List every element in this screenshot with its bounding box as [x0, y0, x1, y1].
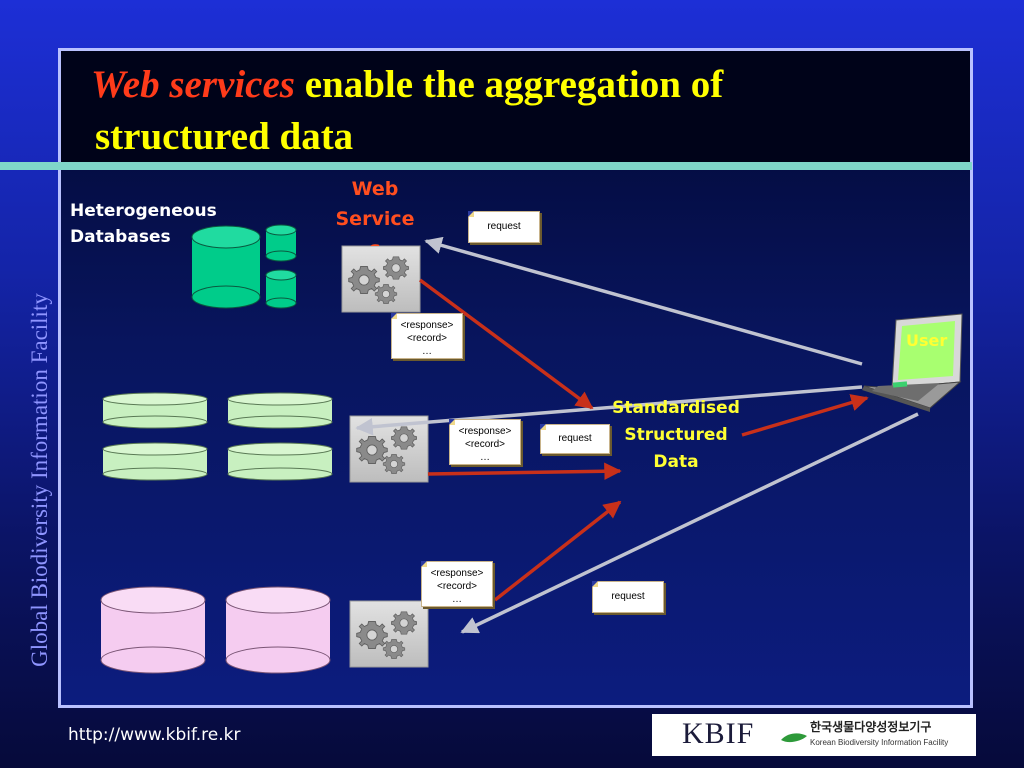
database-cylinder-light-green-3: [102, 442, 208, 481]
response-note-2-line3: …: [480, 452, 490, 463]
standardised-line3: Data: [653, 452, 699, 472]
request-arrow-1: [424, 236, 863, 366]
slide-panel: Web services enable the aggregation of st…: [58, 48, 973, 708]
footer-url[interactable]: http://www.kbif.re.kr: [68, 725, 241, 745]
gears-icon-3: [349, 600, 429, 668]
request-note-2-text: request: [558, 433, 592, 444]
response-note-2-line2: <record>: [464, 439, 506, 450]
database-cylinder-light-green-2: [227, 392, 333, 429]
request-arrow-2: [355, 385, 863, 436]
web-services-line3: s: [322, 234, 428, 246]
heterogeneous-label-line2: Databases: [70, 227, 171, 247]
response-arrow-3: [493, 500, 622, 602]
database-cylinder-small-green-1: [265, 224, 297, 262]
response-note-2-line1: <response>: [458, 426, 512, 437]
laptop-icon: [862, 313, 963, 412]
request-arrow-3: [460, 412, 919, 634]
response-note-1: <response> <record> …: [391, 313, 463, 359]
title-emphasis: Web services: [91, 63, 295, 106]
response-note-3-line3: …: [452, 594, 462, 605]
response-arrow-2: [427, 462, 622, 480]
teal-divider: [0, 162, 972, 170]
heterogeneous-label-line1: Heterogeneous: [70, 201, 217, 221]
leaf-icon: [781, 733, 807, 743]
request-note-3-text: request: [611, 591, 645, 602]
title-rest-line1: enable the aggregation of: [294, 63, 724, 106]
request-note-1-text: request: [487, 221, 521, 232]
response-arrow-1: [418, 278, 594, 410]
database-cylinder-large-green: [191, 225, 261, 309]
kbif-logo: KBIF 한국생물다양성정보기구 Korean Biodiversity Inf…: [652, 714, 976, 756]
response-note-3: <response> <record> …: [421, 561, 493, 607]
database-cylinder-light-green-4: [227, 442, 333, 481]
title-area: Web services enable the aggregation of st…: [61, 51, 970, 167]
request-note-3: request: [592, 581, 664, 613]
standardised-line2: Structured: [624, 425, 728, 445]
logo-korean-name: 한국생물다양성정보기구: [810, 720, 932, 734]
logo-text: KBIF: [682, 717, 755, 750]
title-rest-line2: structured data: [95, 115, 354, 158]
gears-icon-1: [341, 245, 421, 313]
response-note-1-line3: …: [422, 346, 432, 357]
heterogeneous-databases-label: Heterogeneous Databases: [70, 198, 217, 250]
response-note-1-line1: <response>: [400, 320, 454, 331]
web-services-line1: Web: [351, 178, 399, 200]
response-note-2: <response> <record> …: [449, 419, 521, 465]
slide-title: Web services enable the aggregation of st…: [91, 59, 911, 163]
output-arrow: [741, 394, 869, 437]
standardised-line1: Standardised: [612, 398, 740, 418]
response-note-3-line2: <record>: [436, 581, 478, 592]
standardised-data-label: Standardised Structured Data: [598, 395, 754, 476]
user-label: User: [906, 331, 948, 350]
response-note-1-line2: <record>: [406, 333, 448, 344]
database-cylinder-pink-1: [100, 586, 206, 674]
database-cylinder-small-green-2: [265, 269, 297, 309]
web-services-label: Web Service s: [322, 174, 428, 246]
request-note-1: request: [468, 211, 540, 243]
web-services-line2: Service: [335, 208, 415, 230]
response-note-3-line1: <response>: [430, 568, 484, 579]
database-cylinder-pink-2: [225, 586, 331, 674]
request-note-2: request: [540, 424, 610, 454]
logo-english-name: Korean Biodiversity Information Facility: [810, 738, 949, 747]
database-cylinder-light-green-1: [102, 392, 208, 429]
